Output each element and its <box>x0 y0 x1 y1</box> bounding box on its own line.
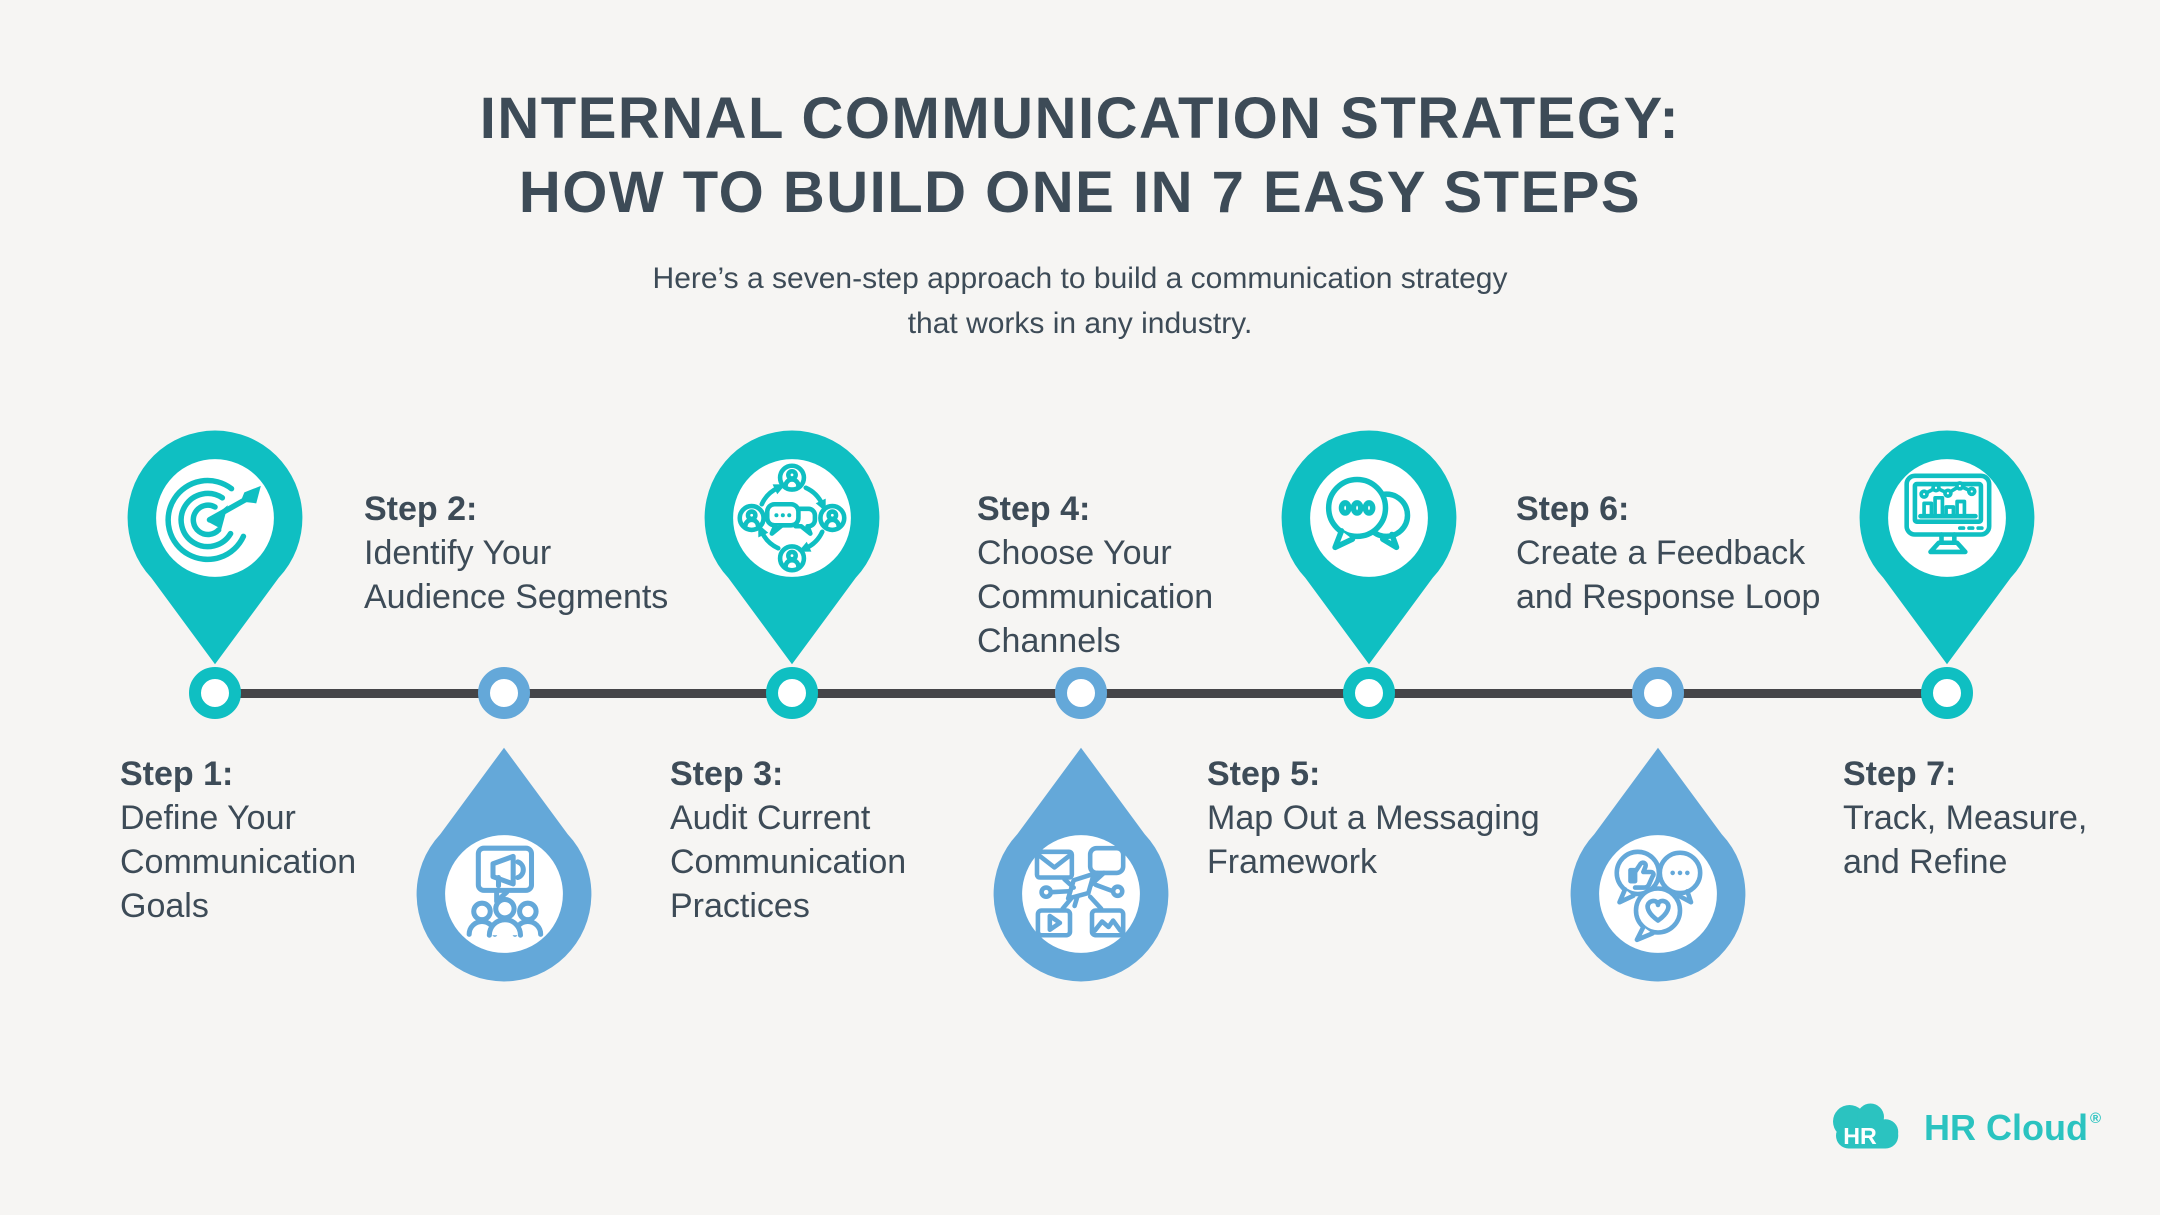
timeline-node-1 <box>189 667 241 719</box>
page-subtitle-line1: Here’s a seven-step approach to build a … <box>652 262 1508 295</box>
step-2-text: Step 2: Identify Your Audience Segments <box>364 487 668 619</box>
step-3-line: Audit Current <box>670 799 871 837</box>
step-2-label: Step 2: <box>364 490 478 528</box>
timeline-node-5 <box>1343 667 1395 719</box>
step-6-line: and Response Loop <box>1516 578 1821 616</box>
channels-icon <box>1034 845 1126 938</box>
step-4-text: Step 4: Choose Your Communication Channe… <box>977 487 1213 663</box>
step-5-text: Step 5: Map Out a Messaging Framework <box>1207 752 1540 884</box>
registered-mark: ® <box>2089 1109 2102 1127</box>
timeline-node-2 <box>478 667 530 719</box>
reactions-icon <box>1614 849 1703 943</box>
timeline-node-4 <box>1055 667 1107 719</box>
step-1-line: Define Your <box>120 799 296 837</box>
step-5-line: Framework <box>1207 843 1378 881</box>
step-6-label: Step 6: <box>1516 490 1630 528</box>
step-7-line: Track, Measure, <box>1843 799 2088 837</box>
step-4-line: Choose Your <box>977 534 1172 572</box>
step-3-text: Step 3: Audit Current Communication Prac… <box>670 752 906 928</box>
analytics-monitor-icon <box>1904 473 1992 555</box>
step-1-label: Step 1: <box>120 755 234 793</box>
step-6-text: Step 6: Create a Feedback and Response L… <box>1516 487 1820 619</box>
step-5-line: Map Out a Messaging <box>1207 799 1540 837</box>
target-icon <box>165 477 261 563</box>
step-6-line: Create a Feedback <box>1516 534 1806 572</box>
step-1-text: Step 1: Define Your Communication Goals <box>120 752 356 928</box>
page-subtitle: Here’s a seven-step approach to build a … <box>0 256 2160 346</box>
step-1-line: Communication <box>120 843 357 881</box>
timeline-node-6 <box>1632 667 1684 719</box>
page-subtitle-line2: that works in any industry. <box>907 307 1253 340</box>
brand-text: HR Cloud® <box>1924 1106 2102 1148</box>
step-4-line: Channels <box>977 622 1121 660</box>
step-2-line: Audience Segments <box>364 578 669 616</box>
step-7-text: Step 7: Track, Measure, and Refine <box>1843 752 2087 884</box>
step-2-line: Identify Your <box>364 534 552 572</box>
step-7-label: Step 7: <box>1843 755 1957 793</box>
step-3-line: Communication <box>670 843 907 881</box>
step-1-line: Goals <box>120 887 209 925</box>
timeline-node-3 <box>766 667 818 719</box>
page-title-line2: HOW TO BUILD ONE IN 7 EASY STEPS <box>518 160 1642 225</box>
step-4-label: Step 4: <box>977 490 1091 528</box>
hr-cloud-logo: HR HR Cloud® <box>1818 1096 2102 1159</box>
page-title-line1: INTERNAL COMMUNICATION STRATEGY: <box>479 86 1681 151</box>
step-3-label: Step 3: <box>670 755 784 793</box>
header: INTERNAL COMMUNICATION STRATEGY: HOW TO … <box>0 82 2160 346</box>
logo-badge: HR <box>1843 1123 1877 1149</box>
step-5-label: Step 5: <box>1207 755 1321 793</box>
page-title: INTERNAL COMMUNICATION STRATEGY: HOW TO … <box>0 82 2160 230</box>
people-cycle-icon <box>737 463 847 573</box>
timeline-node-7 <box>1921 667 1973 719</box>
step-7-line: and Refine <box>1843 843 2008 881</box>
step-4-line: Communication <box>977 578 1214 616</box>
chat-bubbles-icon <box>1325 476 1411 551</box>
megaphone-audience-icon <box>466 845 544 938</box>
cloud-icon: HR <box>1833 1103 1899 1149</box>
step-3-line: Practices <box>670 887 810 925</box>
